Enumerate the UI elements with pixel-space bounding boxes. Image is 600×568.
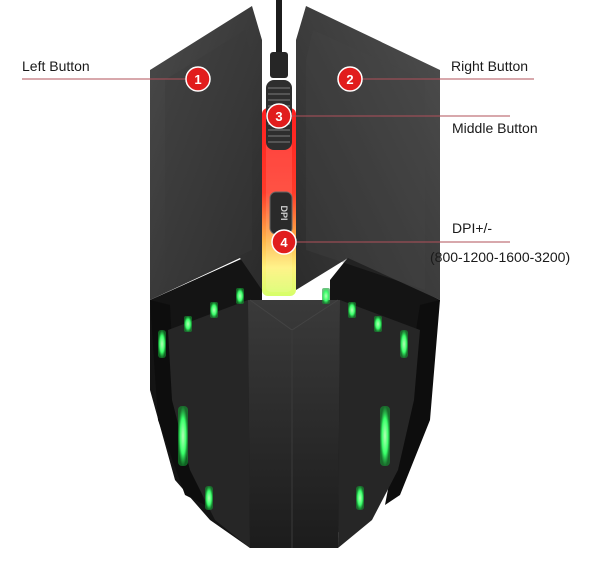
- marker-1: 1: [185, 66, 211, 92]
- dpi-button-label: DPI+/-: [452, 220, 493, 236]
- dpi-levels-label: (800-1200-1600-3200): [430, 249, 571, 265]
- marker-1-number: 1: [194, 72, 201, 87]
- marker-3-number: 3: [275, 109, 282, 124]
- marker-2: 2: [337, 66, 363, 92]
- cable: [270, 0, 288, 78]
- dpi-button-face: DPI: [269, 191, 293, 235]
- leader-lines: [22, 78, 534, 243]
- green-led-lights: [158, 288, 408, 510]
- marker-4-number: 4: [280, 235, 288, 250]
- marker-4: 4: [271, 229, 297, 255]
- marker-3: 3: [266, 103, 292, 129]
- right-button-label: Right Button: [451, 58, 529, 74]
- middle-button-label: Middle Button: [452, 120, 538, 136]
- left-button-label: Left Button: [22, 58, 90, 74]
- marker-2-number: 2: [346, 72, 353, 87]
- dpi-button-text: DPI: [279, 205, 289, 220]
- mouse-body: [150, 255, 440, 548]
